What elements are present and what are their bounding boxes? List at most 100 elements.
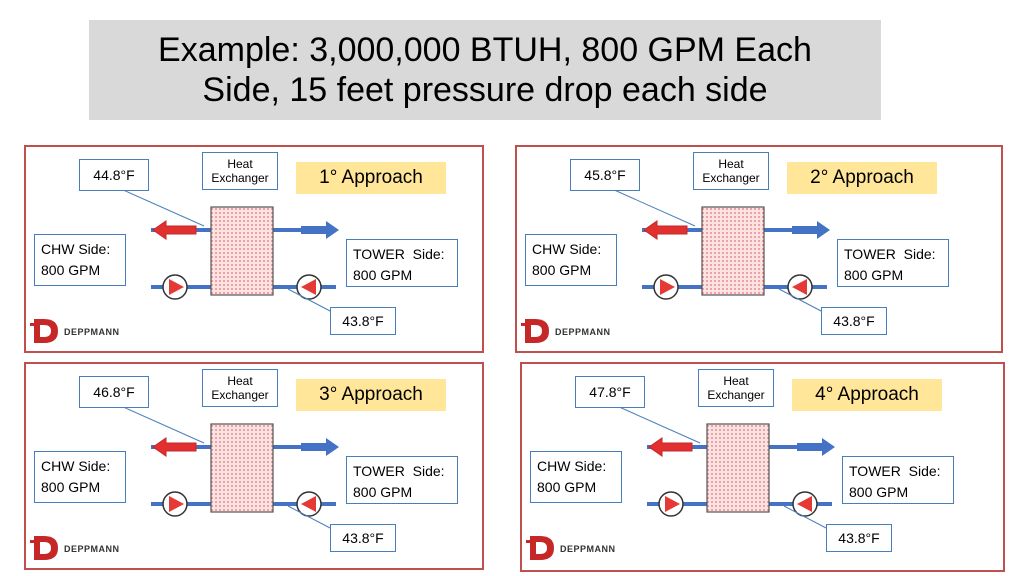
cold-temp-label: 43.8°F [821, 307, 887, 335]
hot-temp-label: 47.8°F [575, 376, 645, 408]
piping-diagram [526, 405, 835, 560]
slide-title: Example: 3,000,000 BTUH, 800 GPM Each Si… [89, 20, 881, 120]
deppmann-logo-text: DEPPMANN [555, 327, 611, 337]
hot-temp-value: 47.8°F [589, 384, 631, 400]
deppmann-logo-icon [521, 319, 549, 343]
heat-exchanger [706, 423, 770, 513]
hot-temp-label: 44.8°F [79, 159, 149, 191]
chw-side-box: CHW Side: 800 GPM [530, 451, 622, 503]
tower-pump-icon [296, 274, 322, 300]
deppmann-logo-icon [30, 319, 58, 343]
approach-panel-2: 45.8°F Heat Exchanger 2° Approach CHW Si… [515, 145, 1003, 353]
heat-exchanger [210, 206, 274, 296]
chw-side-label: CHW Side: [537, 458, 607, 474]
tower-side-flow: 800 GPM [849, 484, 909, 500]
tower-side-box: TOWER Side: 800 GPM [837, 239, 949, 287]
approach-label: 4° Approach [792, 379, 942, 411]
title-line-2: Side, 15 feet pressure drop each side [202, 71, 768, 109]
approach-panel-3: 46.8°F Heat Exchanger 3° Approach CHW Si… [24, 362, 484, 570]
chw-pump-icon [653, 274, 679, 300]
piping-diagram [30, 405, 339, 560]
chw-side-box: CHW Side: 800 GPM [34, 451, 126, 503]
hot-temp-leader [120, 405, 205, 444]
heat-exchanger [210, 423, 274, 513]
cold-temp-value: 43.8°F [342, 530, 384, 546]
hot-temp-leader [616, 405, 701, 444]
hx-label-line-2: Exchanger [702, 171, 760, 185]
chw-side-label: CHW Side: [41, 241, 111, 257]
tower-side-label: TOWER Side: [844, 246, 936, 262]
tower-side-box: TOWER Side: 800 GPM [842, 456, 954, 504]
chw-return-arrow [648, 437, 693, 457]
chw-side-label: CHW Side: [41, 458, 111, 474]
cold-temp-leader [778, 288, 824, 313]
chw-return-arrow [152, 437, 197, 457]
hot-temp-value: 45.8°F [584, 167, 626, 183]
hot-temp-value: 46.8°F [93, 384, 135, 400]
deppmann-logo-text: DEPPMANN [64, 327, 120, 337]
piping-diagram [30, 188, 339, 343]
heat-exchanger-label: Heat Exchanger [202, 152, 278, 190]
approach-label: 2° Approach [787, 162, 937, 194]
logo-label: DEPPMANN [64, 327, 120, 337]
cold-temp-value: 43.8°F [342, 313, 384, 329]
hx-label-line-2: Exchanger [707, 388, 765, 402]
cold-temp-label: 43.8°F [826, 524, 892, 552]
deppmann-logo-icon [526, 536, 554, 560]
approach-panel-1: 44.8°F Heat Exchanger 1° Approach CHW Si… [24, 145, 484, 353]
hot-temp-label: 45.8°F [570, 159, 640, 191]
cold-temp-label: 43.8°F [330, 524, 396, 552]
tower-supply-arrow [797, 438, 835, 456]
approach-text: 4° Approach [815, 384, 919, 405]
chw-return-arrow [643, 220, 688, 240]
tower-supply-arrow [301, 221, 339, 239]
cold-temp-label: 43.8°F [330, 307, 396, 335]
deppmann-logo-text: DEPPMANN [64, 544, 120, 554]
tower-side-label: TOWER Side: [849, 463, 941, 479]
approach-text: 2° Approach [810, 167, 914, 188]
hot-temp-leader [611, 188, 696, 227]
tower-side-box: TOWER Side: 800 GPM [346, 456, 458, 504]
hx-label-line-2: Exchanger [211, 388, 269, 402]
tower-pump-icon [296, 491, 322, 517]
tower-side-label: TOWER Side: [353, 246, 445, 262]
chw-side-flow: 800 GPM [537, 479, 597, 495]
approach-text: 3° Approach [319, 384, 423, 405]
hx-label-line-1: Heat [718, 157, 744, 171]
heat-exchanger-label: Heat Exchanger [698, 369, 774, 407]
chw-side-box: CHW Side: 800 GPM [525, 234, 617, 286]
hx-label-line-2: Exchanger [211, 171, 269, 185]
tower-side-flow: 800 GPM [353, 484, 413, 500]
tower-side-label: TOWER Side: [353, 463, 445, 479]
cold-temp-value: 43.8°F [838, 530, 880, 546]
heat-exchanger-label: Heat Exchanger [693, 152, 769, 190]
tower-pump-icon [792, 491, 818, 517]
tower-side-flow: 800 GPM [844, 267, 904, 283]
logo-label: DEPPMANN [560, 544, 616, 554]
approach-label: 3° Approach [296, 379, 446, 411]
chw-side-flow: 800 GPM [41, 479, 101, 495]
logo-label: DEPPMANN [64, 544, 120, 554]
hot-temp-value: 44.8°F [93, 167, 135, 183]
chw-side-box: CHW Side: 800 GPM [34, 234, 126, 286]
piping-diagram [521, 188, 830, 343]
tower-supply-arrow [301, 438, 339, 456]
approach-text: 1° Approach [319, 167, 423, 188]
approach-label: 1° Approach [296, 162, 446, 194]
cold-temp-leader [287, 505, 333, 530]
tower-side-box: TOWER Side: 800 GPM [346, 239, 458, 287]
hx-label-line-1: Heat [227, 374, 253, 388]
chw-side-label: CHW Side: [532, 241, 602, 257]
cold-temp-leader [287, 288, 333, 313]
deppmann-logo-text: DEPPMANN [560, 544, 616, 554]
logo-label: DEPPMANN [555, 327, 611, 337]
hx-label-line-1: Heat [723, 374, 749, 388]
hx-label-line-1: Heat [227, 157, 253, 171]
deppmann-logo-icon [30, 536, 58, 560]
chw-pump-icon [162, 274, 188, 300]
cold-temp-value: 43.8°F [833, 313, 875, 329]
title-line-1: Example: 3,000,000 BTUH, 800 GPM Each [158, 31, 812, 69]
tower-supply-arrow [792, 221, 830, 239]
tower-pump-icon [787, 274, 813, 300]
cold-temp-leader [783, 505, 829, 530]
